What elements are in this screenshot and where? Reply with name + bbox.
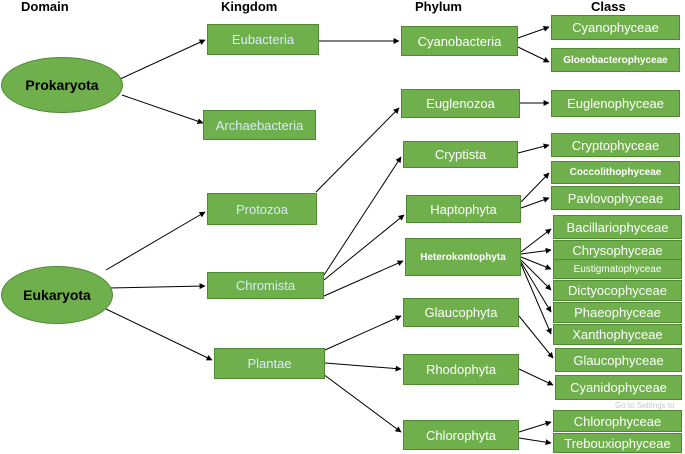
arrow-haptophyta-pavlovophyceae — [520, 196, 550, 209]
phylum-heterokontophyta: Heterokontophyta — [405, 238, 521, 276]
arrow-protozoa-euglenozoa — [315, 107, 400, 193]
header-phylum: Phylum — [415, 0, 462, 14]
arrow-cryptista-cryptophyceae — [517, 143, 550, 154]
class-gloeobacterophyceae: Gloeobacterophyceae — [551, 48, 680, 72]
kingdom-plantae: Plantae — [214, 348, 325, 379]
class-bacillariophyceae: Bacillariophyceae — [553, 215, 682, 239]
domain-eukaryota: Eukaryota — [1, 266, 113, 324]
arrow-eukaryota-protozoa — [105, 211, 206, 271]
kingdom-protozoa: Protozoa — [207, 193, 317, 225]
kingdom-archaebacteria: Archaebacteria — [203, 110, 316, 140]
arrow-prokaryota-archaebacteria — [121, 94, 204, 125]
arrow-chlorophyta-trebouxiophyceae — [518, 437, 552, 446]
class-chrysophyceae: Chrysophyceae — [553, 240, 682, 260]
watermark-text: Go to Settings to — [615, 401, 675, 410]
class-chlorophyceae: Chlorophyceae — [553, 410, 682, 432]
arrow-hetero-dictyocophyceae — [520, 259, 552, 291]
class-cyanophyceae: Cyanophyceae — [551, 15, 680, 40]
arrow-glaucophyta-glaucophyceae — [518, 315, 554, 359]
arrow-chromista-cryptista — [323, 156, 402, 276]
class-coccolithophyceae: Coccolithophyceae — [551, 161, 680, 184]
arrow-hetero-phaeophyceae — [520, 261, 552, 313]
arrow-plantae-rhodophyta — [324, 362, 402, 372]
phylum-cryptista: Cryptista — [403, 141, 518, 168]
arrow-cyanobacteria-gloeobacterophyceae — [517, 46, 550, 63]
arrow-eukaryota-plantae — [105, 308, 213, 361]
header-class: Class — [591, 0, 626, 14]
arrow-rhodophyta-cyanidophyceae — [518, 368, 554, 386]
phylum-cyanobacteria: Cyanobacteria — [401, 26, 518, 56]
class-euglenophyceae: Euglenophyceae — [551, 90, 680, 117]
class-cryptophyceae: Cryptophyceae — [551, 133, 680, 157]
arrow-chromista-haptophyta — [323, 214, 405, 281]
class-phaeophyceae: Phaeophyceae — [553, 302, 682, 323]
arrow-prokaryota-eubacteria — [117, 39, 206, 81]
class-eustigmatophyceae: Eustigmatophyceae — [553, 259, 682, 279]
arrow-haptophyta-coccolithophyceae — [520, 172, 550, 203]
phylum-chlorophyta: Chlorophyta — [403, 420, 519, 450]
kingdom-chromista: Chromista — [207, 272, 324, 299]
arrow-eukaryota-chromista — [108, 283, 206, 290]
class-dictyocophyceae: Dictyocophyceae — [553, 280, 682, 301]
header-domain: Domain — [21, 0, 69, 14]
arrow-hetero-chrysophyceae — [520, 247, 552, 255]
class-pavlovophyceae: Pavlovophyceae — [551, 186, 680, 210]
arrow-chlorophyta-chlorophyceae — [518, 420, 552, 433]
arrow-plantae-chlorophyta — [322, 373, 402, 433]
header-kingdom: Kingdom — [221, 0, 278, 14]
kingdom-eubacteria: Eubacteria — [207, 24, 319, 55]
arrow-plantae-glaucophyta — [324, 315, 402, 351]
arrow-chromista-heterokontophyta — [323, 260, 404, 297]
arrow-hetero-eustigmatophyceae — [520, 256, 552, 270]
phylum-rhodophyta: Rhodophyta — [403, 354, 519, 385]
phylum-euglenozoa: Euglenozoa — [401, 89, 520, 118]
class-glaucophyceae: Glaucophyceae — [555, 348, 682, 372]
class-trebouxiophyceae: Trebouxiophyceae — [553, 433, 682, 453]
phylum-glaucophyta: Glaucophyta — [403, 298, 519, 327]
arrow-hetero-xanthophyceae — [520, 263, 552, 335]
class-xanthophyceae: Xanthophyceae — [553, 324, 682, 345]
class-cyanidophyceae: Cyanidophyceae — [555, 375, 682, 400]
domain-prokaryota: Prokaryota — [1, 57, 123, 113]
phylum-haptophyta: Haptophyta — [406, 195, 521, 223]
arrow-hetero-bacillariophyceae — [520, 228, 552, 253]
arrow-cyanobacteria-cyanophyceae — [517, 25, 550, 39]
